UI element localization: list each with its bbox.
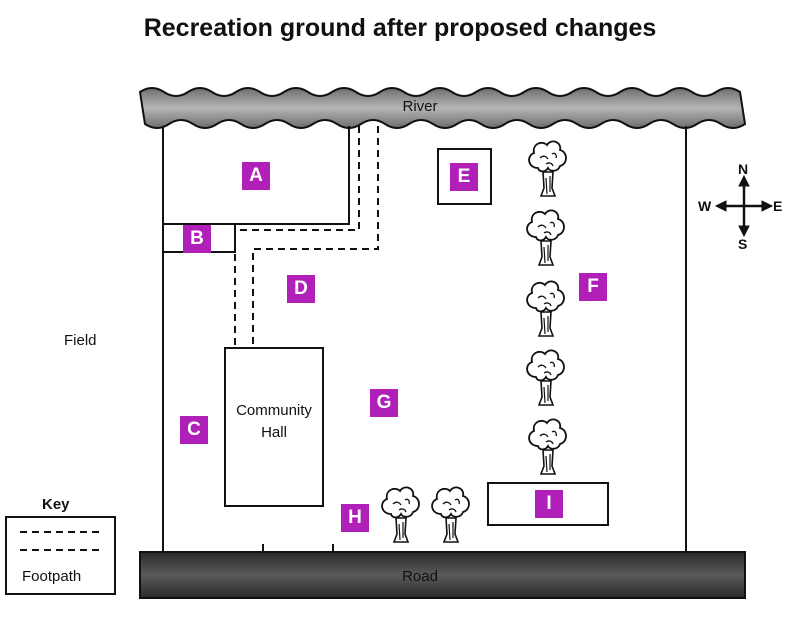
road-label: Road	[402, 568, 438, 585]
compass-n: N	[738, 161, 749, 177]
compass-s: S	[738, 236, 748, 252]
footpath	[234, 126, 379, 348]
area-label-f: F	[579, 273, 607, 301]
community-hall-line2: Hall	[261, 424, 287, 441]
compass-icon	[714, 174, 774, 238]
page-title: Recreation ground after proposed changes	[143, 14, 657, 42]
key-title: Key	[42, 496, 70, 513]
tree-icon	[528, 140, 567, 197]
area-label-i: I	[535, 490, 563, 518]
compass-w: W	[698, 198, 712, 214]
key-box	[5, 516, 116, 595]
area-label-d: D	[287, 275, 315, 303]
community-hall	[224, 347, 324, 507]
river	[138, 87, 747, 129]
road	[139, 551, 746, 599]
area-label-b: B	[183, 225, 211, 253]
area-e-box	[437, 148, 492, 205]
community-hall-label: Community Hall	[225, 400, 323, 444]
compass-e: E	[773, 198, 783, 214]
area-label-a: A	[242, 162, 270, 190]
river-label: River	[402, 98, 438, 115]
field-label: Field	[64, 332, 97, 349]
area-label-g: G	[370, 389, 398, 417]
key-footpath-label: Footpath	[22, 568, 82, 585]
area-label-h: H	[341, 504, 369, 532]
tree-icon	[526, 280, 565, 337]
tree-icon	[526, 349, 565, 406]
tree-icon	[381, 486, 420, 543]
community-hall-line1: Community	[236, 402, 312, 419]
area-label-c: C	[180, 416, 208, 444]
tree-icon	[431, 486, 470, 543]
area-label-e: E	[450, 163, 478, 191]
tree-icon	[526, 209, 565, 266]
tree-icon	[528, 418, 567, 475]
area-i-box	[487, 482, 609, 526]
